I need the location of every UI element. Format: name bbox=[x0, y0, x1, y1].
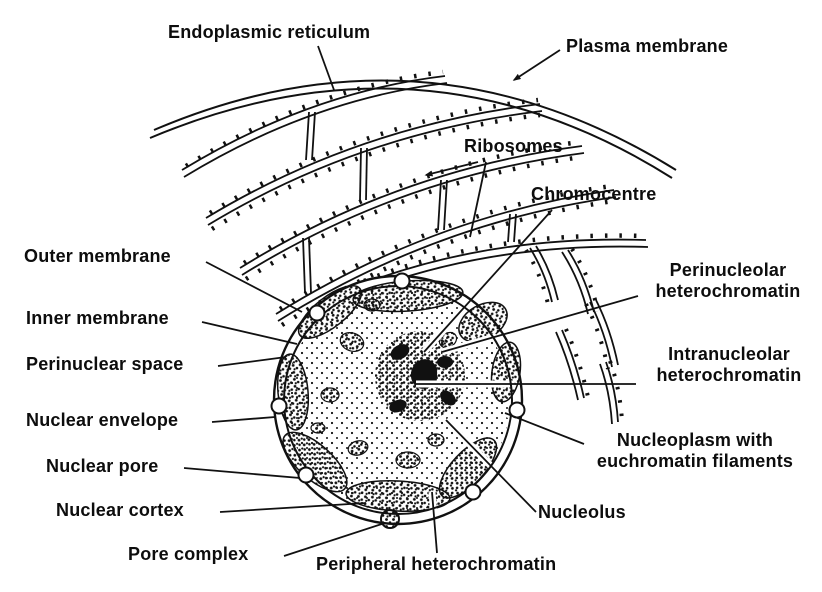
label-perinuclear-space: Perinuclear space bbox=[26, 354, 184, 374]
nuclear-pores bbox=[270, 272, 526, 529]
label-nucleolus: Nucleolus bbox=[538, 502, 626, 522]
label-inner-membrane: Inner membrane bbox=[26, 308, 169, 328]
leader-nucleoplasm bbox=[504, 412, 585, 445]
leader-chromocentre bbox=[423, 209, 553, 353]
label-nucleoplasm: Nucleoplasm with euchromatin filaments bbox=[596, 430, 794, 471]
ribosome-beads bbox=[184, 69, 645, 327]
label-plasma-membrane: Plasma membrane bbox=[566, 36, 729, 56]
label-nuclear-envelope: Nuclear envelope bbox=[26, 410, 179, 430]
leader-nuclear-envelope bbox=[211, 416, 276, 423]
label-peripheral-heterochromatin: Peripheral heterochromatin bbox=[316, 554, 557, 574]
endoplasmic-reticulum-fragments bbox=[524, 245, 624, 425]
leader-endoplasmic-reticulum bbox=[317, 45, 335, 91]
peripheral-heterochromatin-patches bbox=[276, 279, 522, 512]
leader-outer-membrane bbox=[205, 261, 303, 313]
label-endoplasmic-reticulum: Endoplasmic reticulum bbox=[168, 22, 371, 42]
pore-complex-knob bbox=[380, 509, 400, 529]
leader-ribosomes-upper bbox=[424, 161, 479, 177]
plasma-membrane-arc bbox=[149, 79, 677, 179]
label-chromocentre: Chromocentre bbox=[531, 184, 657, 204]
leader-perinuclear-space bbox=[217, 356, 287, 367]
leader-plasma-membrane bbox=[512, 49, 561, 81]
leader-nuclear-cortex bbox=[219, 502, 367, 513]
leader-perinucleolar-heterochromatin bbox=[441, 295, 639, 353]
label-perinucleolar-heterochromatin: Perinucleolar heterochromatin bbox=[655, 260, 801, 301]
label-outer-membrane: Outer membrane bbox=[24, 246, 171, 266]
label-nuclear-cortex: Nuclear cortex bbox=[56, 500, 184, 520]
chromatin-blobs bbox=[310, 298, 458, 469]
leader-pore-complex bbox=[283, 522, 386, 557]
leader-peripheral-heterochromatin bbox=[431, 491, 438, 554]
nucleolus-body bbox=[375, 331, 465, 421]
leader-nuclear-pore bbox=[183, 467, 301, 479]
leader-ribosomes-lower bbox=[469, 161, 487, 238]
label-pore-complex: Pore complex bbox=[128, 544, 249, 564]
leader-inner-membrane bbox=[201, 321, 298, 345]
leader-nucleolus bbox=[445, 419, 537, 513]
label-nuclear-pore: Nuclear pore bbox=[46, 456, 159, 476]
label-ribosomes: Ribosomes bbox=[464, 136, 563, 156]
label-intranucleolar-heterochromatin: Intranucleolar heterochromatin bbox=[656, 344, 802, 385]
